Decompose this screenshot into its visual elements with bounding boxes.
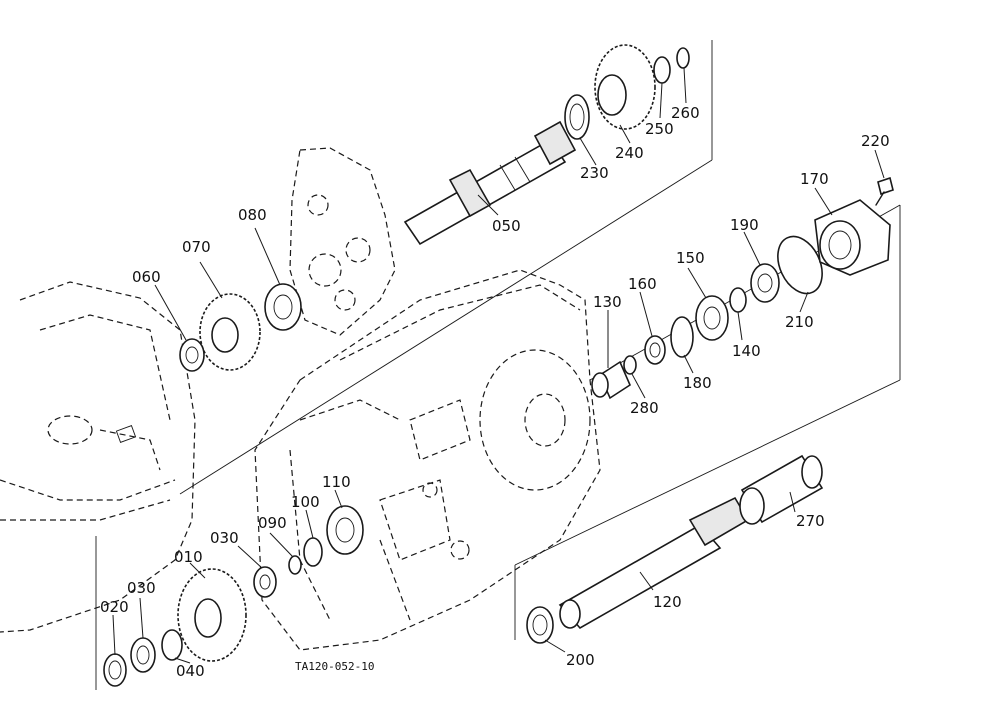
label-120: 120 [653,593,682,611]
label-190: 190 [730,216,759,234]
needle-bearing-030-lower [130,637,156,673]
label-160: 160 [628,275,657,293]
gear-240 [594,44,656,130]
collar-040 [161,629,183,661]
label-040: 040 [176,662,205,680]
left-housing [0,281,196,633]
collar-100 [303,537,323,567]
sleeve-130 [591,360,632,400]
bearing-150 [695,295,729,341]
clip-280 [623,355,637,375]
label-070: 070 [182,238,211,256]
side-cover [289,147,396,336]
seal-200 [526,606,554,644]
label-280: 280 [630,399,659,417]
bearing-230 [564,94,590,140]
leader-lines [112,67,885,664]
label-020: 020 [100,598,129,616]
label-270: 270 [796,512,825,530]
label-050: 050 [492,217,521,235]
label-010: 010 [174,548,203,566]
bearing-110 [326,505,364,555]
clip-260 [676,47,690,69]
label-170: 170 [800,170,829,188]
washer-250 [653,56,671,84]
label-060: 060 [132,268,161,286]
transmission-case [254,269,601,651]
bolt-220 [875,176,894,206]
clip-090 [288,555,302,575]
gear-010 [177,568,247,662]
label-080: 080 [238,206,267,224]
label-200: 200 [566,651,595,669]
label-130: 130 [593,293,622,311]
shaft-050 [403,120,577,246]
needle-bearing-030-upper [253,566,277,598]
bearing-060 [179,338,205,372]
drawing-code: TA120-052-10 [295,660,374,673]
snap-ring-180 [670,316,694,358]
label-180: 180 [683,374,712,392]
part-labels: 050 230 240 250 260 080 070 060 030 020 … [100,104,890,680]
label-030-lower: 030 [127,579,156,597]
label-150: 150 [676,249,705,267]
label-090: 090 [258,514,287,532]
gear-070 [199,293,261,371]
label-140: 140 [732,342,761,360]
washer-020 [103,653,127,687]
label-260: 260 [671,104,700,122]
bearing-080 [264,283,302,331]
label-230: 230 [580,164,609,182]
bearing-160 [644,335,666,365]
bearing-housing-170 [814,199,891,276]
label-250: 250 [645,120,674,138]
label-240: 240 [615,144,644,162]
label-110: 110 [322,473,351,491]
label-100: 100 [291,493,320,511]
bearing-190 [750,263,780,303]
label-210: 210 [785,313,814,331]
collar-140 [729,287,747,313]
sleeve-270 [739,454,824,525]
o-ring-210 [777,235,823,295]
label-220: 220 [861,132,890,150]
label-030-upper: 030 [210,529,239,547]
shaft-120 [558,496,750,630]
